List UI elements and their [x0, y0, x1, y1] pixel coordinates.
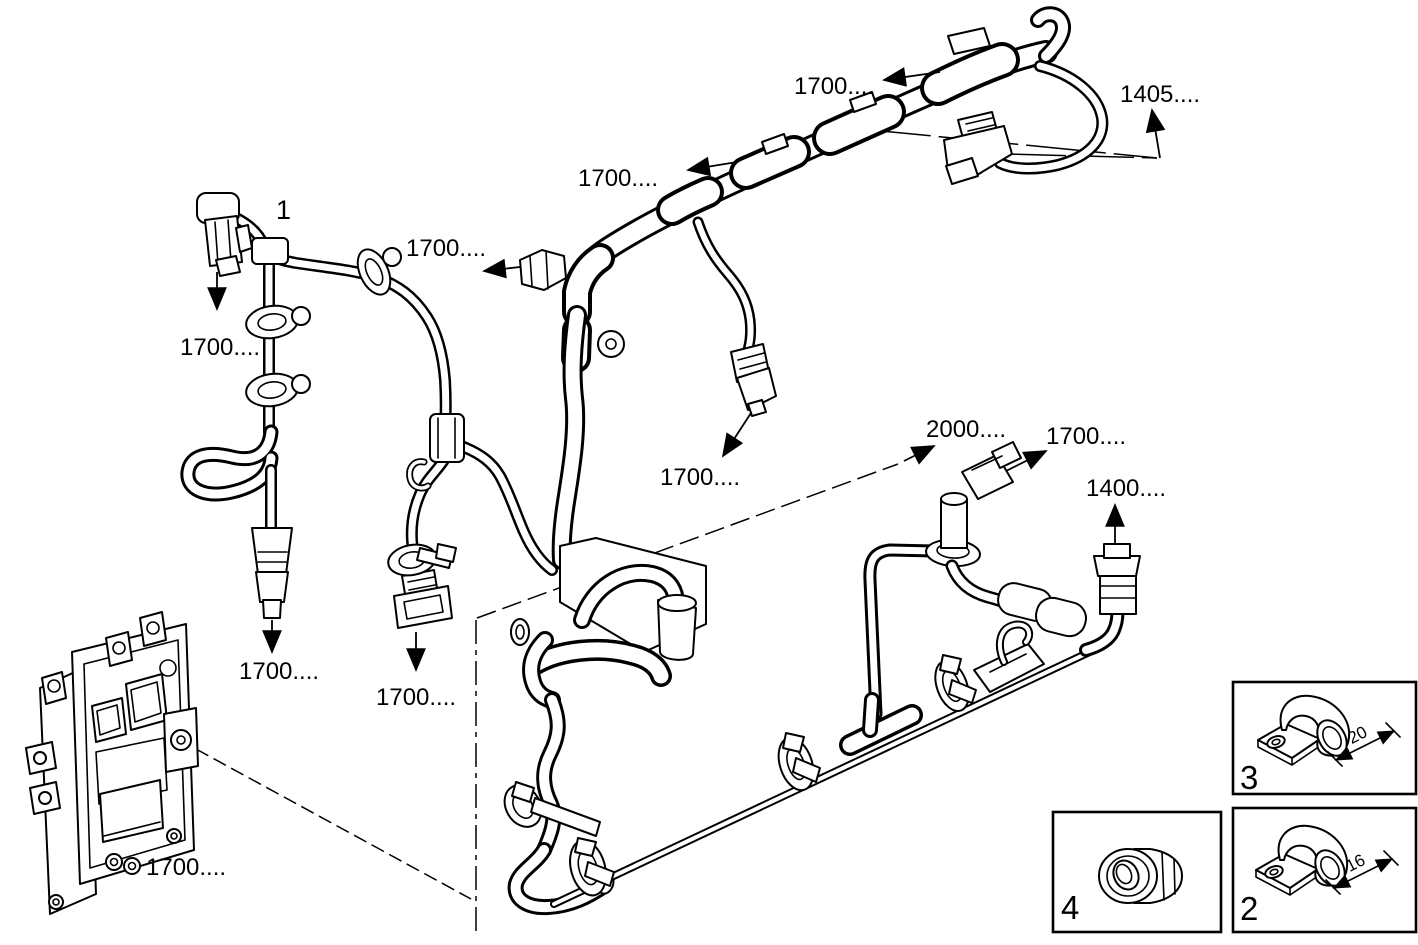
toggle-clamp: [934, 654, 977, 712]
wing-clamp: [356, 247, 402, 296]
toggle-clamp: [503, 781, 601, 837]
clamp-16-drawing: [1255, 824, 1349, 896]
clamp-rings: [245, 247, 977, 897]
branch-drop-connector: [393, 569, 453, 629]
inset-4-number[interactable]: 4: [1061, 889, 1079, 926]
part-label-left-drop[interactable]: 1700....: [239, 658, 319, 685]
inset-box-3[interactable]: 20 3: [1231, 680, 1418, 796]
wing-clamp: [245, 304, 311, 340]
part-label-trunk-upper[interactable]: 1700....: [794, 73, 874, 100]
toggle-clamp: [387, 543, 457, 577]
hanging-connector: [730, 343, 777, 417]
reference-leader-lines: [195, 127, 1158, 937]
inset-2-number[interactable]: 2: [1240, 890, 1258, 927]
clamp-20-drawing: [1257, 694, 1351, 766]
part-label-left-connector[interactable]: 1700....: [180, 334, 260, 361]
part-label-1400[interactable]: 1400....: [1086, 475, 1166, 502]
harness-drawing: [180, 6, 1141, 916]
part-label-trunk-mid[interactable]: 1700....: [578, 165, 658, 192]
part-label-elbow-fitting[interactable]: 1700....: [406, 235, 486, 262]
toggle-clamp: [777, 732, 821, 792]
inset-3-number[interactable]: 3: [1240, 759, 1258, 796]
part-label-sensor[interactable]: 1700....: [1046, 423, 1126, 450]
leader-arrows: [207, 67, 1166, 672]
part-label-rail-2000[interactable]: 2000....: [926, 416, 1006, 443]
connector-1400: [1093, 543, 1141, 615]
nut-drawing: [1098, 848, 1183, 904]
wing-clamp: [245, 372, 311, 408]
hook-clamp: [973, 620, 1045, 693]
ecu-drawing: [25, 611, 199, 915]
toggle-clamp: [569, 837, 615, 897]
inset-box-4[interactable]: 4: [1051, 810, 1223, 934]
part-label-jumper-1405[interactable]: 1405....: [1120, 81, 1200, 108]
left-drop-connector: [251, 527, 293, 619]
part-label-branch-drop[interactable]: 1700....: [376, 684, 456, 711]
sensor-assembly: [925, 441, 1022, 568]
hex-fitting: [519, 249, 567, 291]
jumper-connector: [943, 111, 1013, 185]
part-number-labels: 1700.... 1405.... 1700.... 1 1700.... 17…: [146, 73, 1200, 881]
part-label-branch-connector[interactable]: 1700....: [660, 464, 740, 491]
item1-connector: [196, 192, 253, 277]
part-label-ecu[interactable]: 1700....: [146, 854, 226, 881]
callout-1-label[interactable]: 1: [276, 195, 291, 225]
inset-box-2[interactable]: 16 2: [1231, 806, 1418, 934]
